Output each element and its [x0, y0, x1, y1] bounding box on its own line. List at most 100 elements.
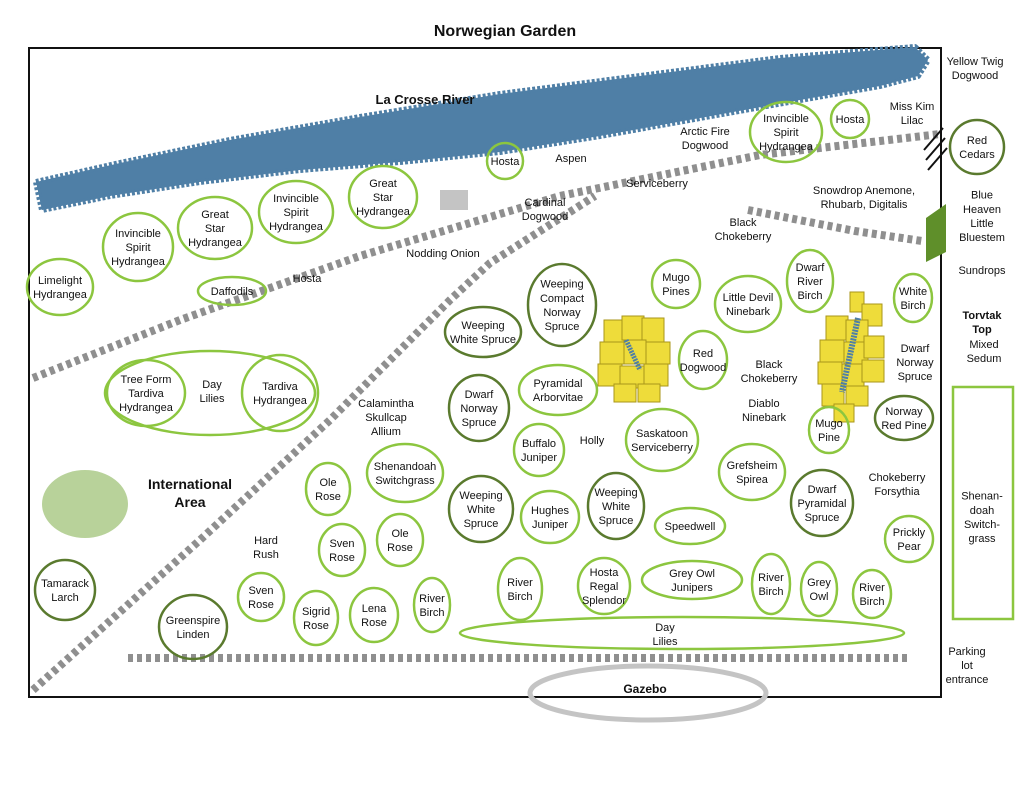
bed-day-lilies: [103, 349, 317, 437]
plant-circle-lena-rose: [348, 586, 400, 644]
plant-circle-norway-red-pine: [873, 394, 935, 442]
plant-circle-invincible-spirit-hydrangea-1: [101, 211, 175, 283]
plant-circle-dwarf-river-birch: [785, 248, 835, 314]
plant-circle-sven-rose-1: [317, 522, 367, 578]
fence-hatch: [923, 127, 948, 171]
plant-circle-speedwell: [653, 506, 727, 546]
free-label-hosta-3: Hosta: [293, 273, 323, 285]
plant-circle-white-birch: [892, 272, 934, 324]
plant-circle-buffalo-juniper: [512, 422, 566, 478]
margin-label-sundrops: Sundrops: [958, 265, 1006, 277]
garden-boundary: [28, 47, 942, 698]
plant-circle-weeping-white-spruce-3: [586, 471, 646, 541]
switchgrass-bed: [951, 385, 1015, 621]
plant-circle-hosta-1: [485, 141, 525, 181]
plant-circle-red-cedars: [948, 118, 1006, 176]
gazebo-ring: [527, 663, 769, 723]
plant-label-hosta-2: Hosta: [836, 114, 866, 126]
plant-circle-ole-rose-1: [304, 461, 352, 517]
plant-circle-sigrid-rose: [292, 589, 340, 647]
plant-circle-river-birch-4: [851, 568, 893, 620]
free-label-aspen: Aspen: [555, 153, 586, 165]
plant-circle-dwarf-pyramidal-spruce: [789, 468, 855, 538]
free-label-snowdrop-anemone: Snowdrop Anemone,Rhubarb, Digitalis: [813, 185, 915, 211]
plant-label-hosta-1: Hosta: [491, 156, 521, 168]
plant-circle-hughes-juniper: [519, 489, 581, 545]
plant-circle-sven-rose-2: [236, 571, 286, 623]
free-label-holly: Holly: [580, 435, 605, 447]
plant-circle-mugo-pines: [650, 258, 702, 310]
path-upper: [31, 130, 941, 382]
free-label-serviceberry: Serviceberry: [626, 178, 688, 190]
plant-label-daffodils: Daffodils: [211, 286, 254, 298]
plant-circle-little-devil-ninebark: [713, 274, 783, 334]
plant-circle-limelight-hydrangea: [25, 257, 95, 317]
plant-circle-pyramidal-arborvitae: [517, 363, 599, 417]
plant-circle-great-star-hydrangea-1: [176, 195, 254, 261]
plant-circle-grey-owl: [799, 560, 839, 618]
pond: [42, 470, 128, 538]
yellow-shrub-cluster-2: [817, 291, 885, 423]
plant-circle-river-birch-3: [750, 552, 792, 616]
path-branch: [747, 206, 923, 245]
plant-circle-tamarack-larch: [33, 558, 97, 622]
plant-circle-river-birch-2: [496, 556, 544, 622]
plant-circle-ole-rose-2: [375, 512, 425, 568]
map-title: Norwegian Garden: [434, 23, 576, 40]
gazebo-label: Gazebo: [623, 682, 666, 696]
plant-circle-weeping-white-spruce-2: [447, 474, 515, 544]
river-label: La Crosse River: [376, 92, 475, 107]
plant-circle-hosta-2: [829, 98, 871, 140]
plant-circle-hosta-regal-splendor: [576, 556, 632, 616]
gray-structure: [440, 190, 468, 210]
plant-circle-invincible-spirit-hydrangea-3: [748, 100, 824, 164]
plant-circle-tree-form-tardiva-hydrangea: [105, 358, 187, 428]
plant-circle-weeping-compact-norway-spruce: [526, 262, 598, 348]
plant-circle-greenspire-linden: [157, 593, 229, 661]
free-label-nodding-onion: Nodding Onion: [406, 248, 479, 260]
plant-circle-great-star-hydrangea-2: [347, 164, 419, 230]
